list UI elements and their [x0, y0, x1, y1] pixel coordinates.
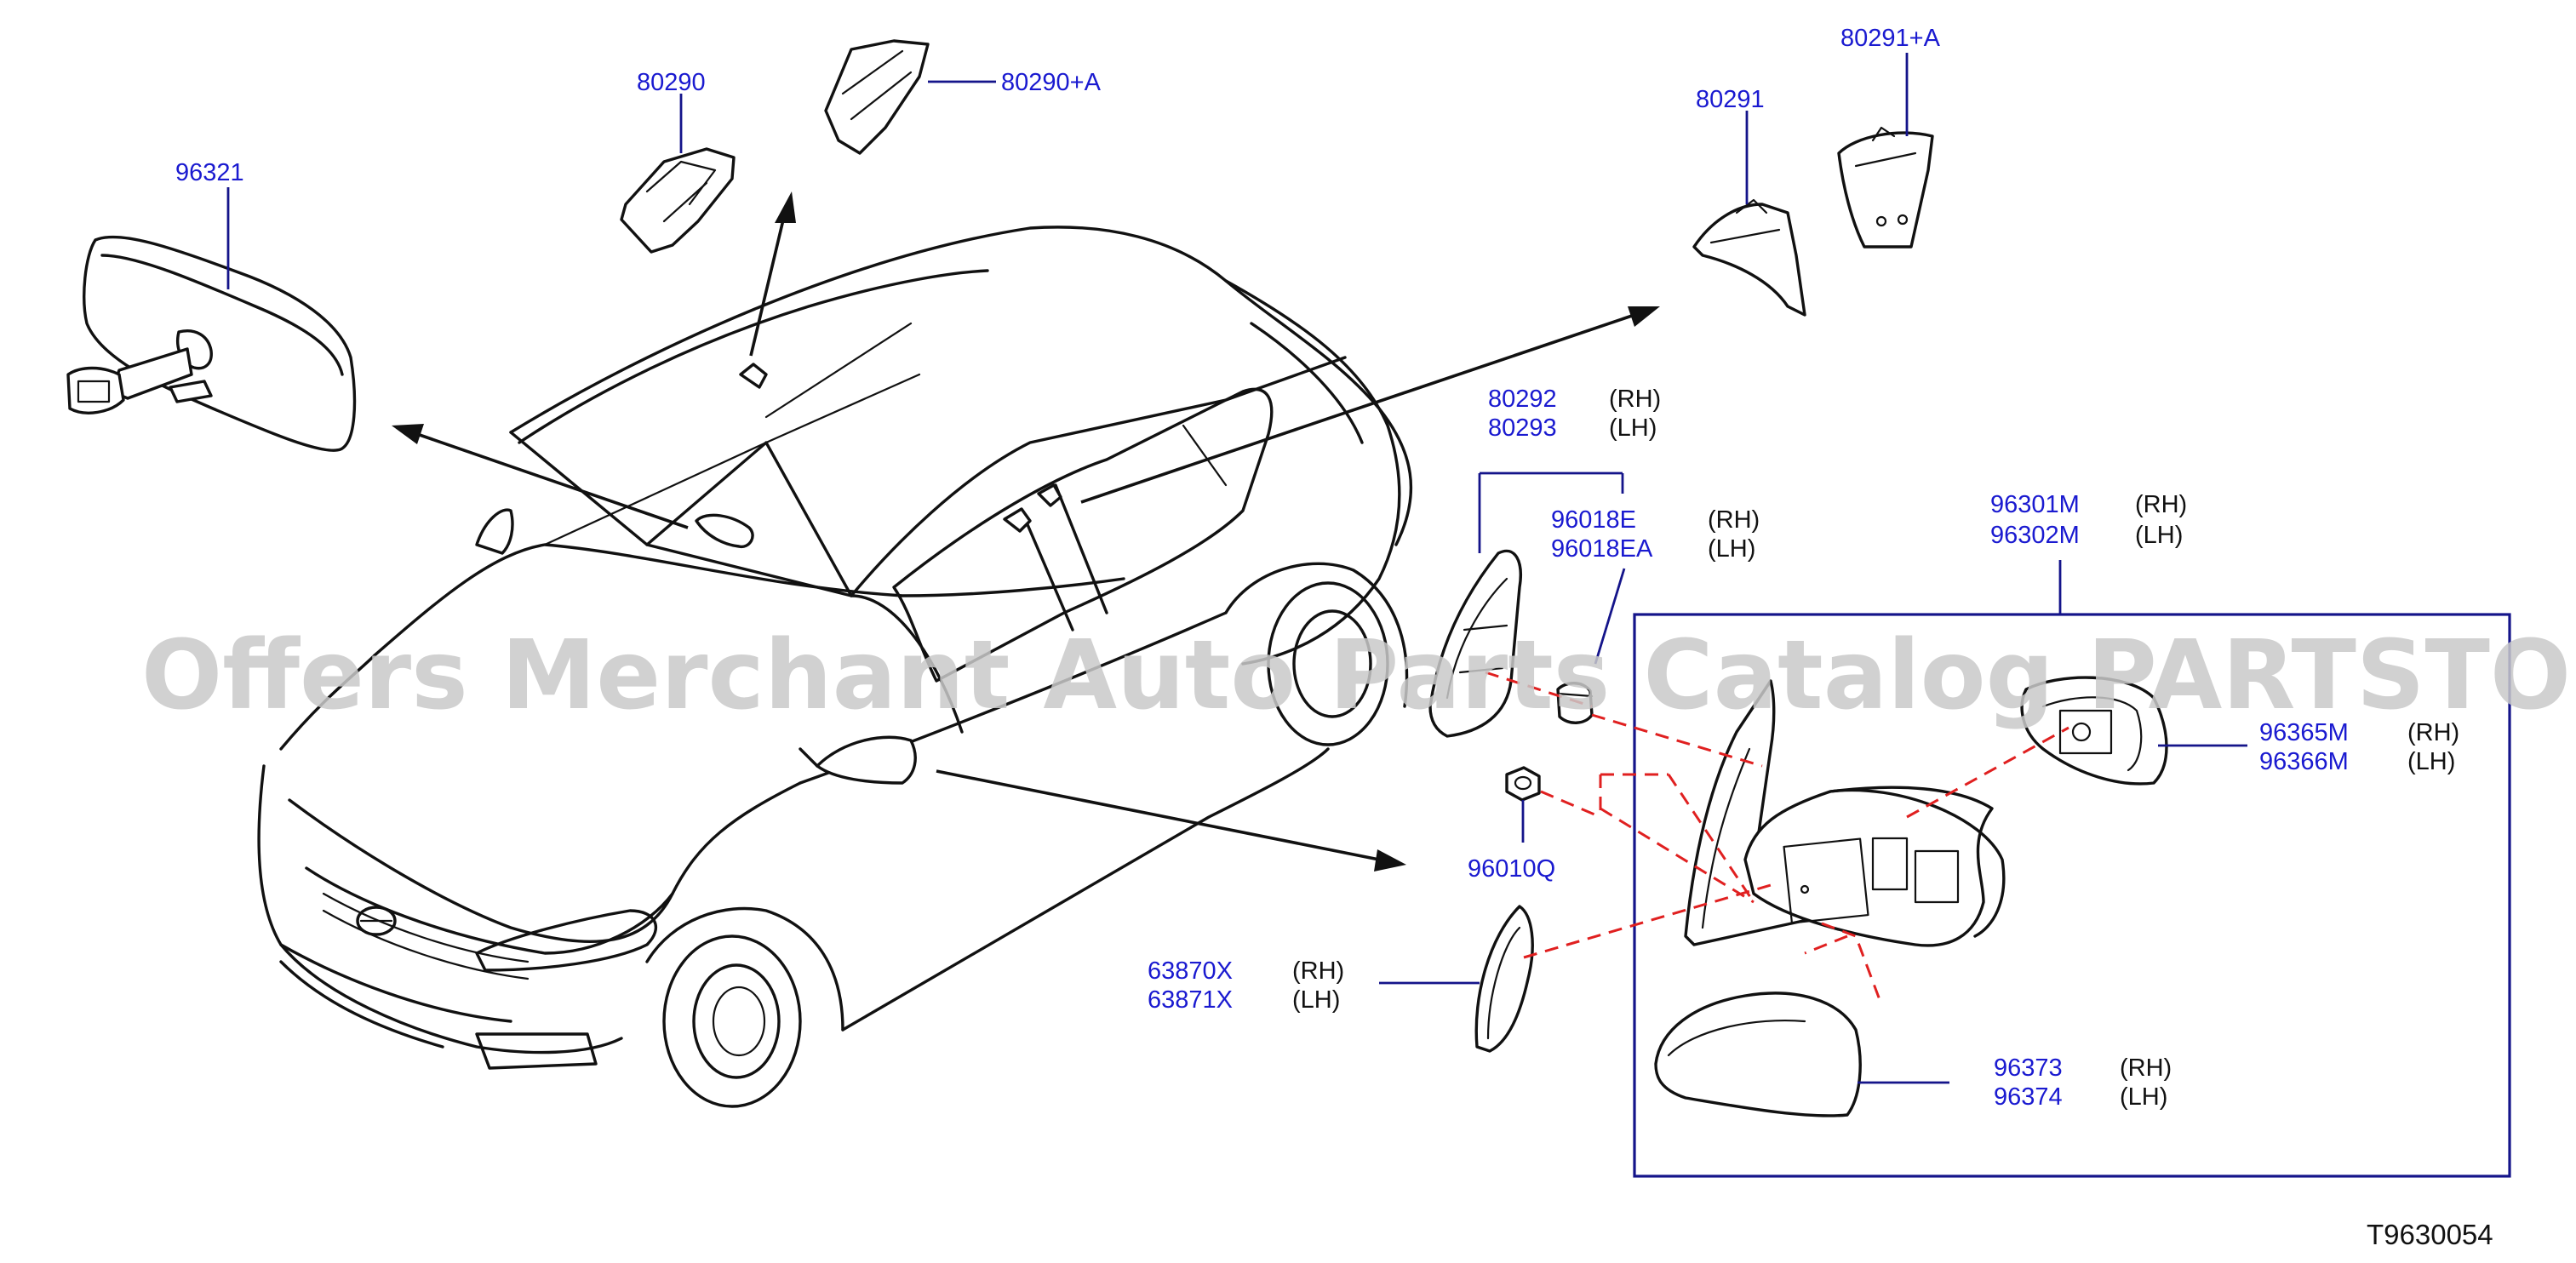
- rear-view-mirror-96321: [66, 187, 357, 452]
- side-80293: (LH): [1609, 414, 1657, 442]
- label-80290: 80290: [637, 69, 706, 96]
- arrow-to-outside-mirror: [936, 769, 1380, 861]
- label-80291a: 80291+A: [1840, 25, 1941, 52]
- label-96010q: 96010Q: [1468, 855, 1555, 883]
- diagram-reference: T9630054: [2367, 1219, 2493, 1250]
- arrow-to-80291: [1080, 313, 1635, 504]
- label-96366m: 96366M: [2259, 748, 2349, 775]
- label-96302m: 96302M: [1990, 522, 2080, 549]
- label-63871x: 63871X: [1148, 986, 1233, 1014]
- nut-96010q: [1505, 766, 1541, 843]
- label-80291: 80291: [1696, 86, 1765, 113]
- side-96302m: (LH): [2135, 522, 2183, 549]
- corner-cover-80290a: [824, 39, 996, 155]
- label-96373: 96373: [1994, 1054, 2063, 1082]
- label-96374: 96374: [1994, 1083, 2063, 1111]
- label-96018ea: 96018EA: [1551, 535, 1653, 563]
- side-63871x: (LH): [1292, 986, 1340, 1014]
- car-illustration: [257, 226, 1413, 1108]
- label-96321: 96321: [175, 159, 244, 186]
- label-80293: 80293: [1488, 414, 1557, 442]
- side-96374: (LH): [2120, 1083, 2167, 1111]
- side-96301m: (RH): [2135, 491, 2187, 518]
- label-96301m: 96301M: [1990, 491, 2080, 518]
- arrowhead-80290: [775, 191, 796, 223]
- label-80292: 80292: [1488, 386, 1557, 413]
- arrow-to-96321: [416, 432, 689, 529]
- label-96018e: 96018E: [1551, 506, 1636, 534]
- label-80290a: 80290+A: [1001, 69, 1102, 96]
- corner-cover-80291a: [1837, 53, 1934, 249]
- arrowhead-outside-mirror: [1374, 849, 1406, 872]
- mirror-finisher-80292: [1428, 471, 1624, 738]
- side-96018ea: (LH): [1708, 535, 1755, 563]
- label-63870x: 63870X: [1148, 957, 1233, 985]
- assembly-dash-lines: [1485, 671, 2069, 1005]
- side-80292: (RH): [1609, 386, 1661, 413]
- side-96366m: (LH): [2407, 748, 2455, 775]
- side-96018e: (RH): [1708, 506, 1760, 534]
- mirror-assembly-box: [1633, 613, 2511, 1178]
- corner-finisher-63870x: [1379, 905, 1534, 1053]
- mirror-housing: [1743, 786, 2006, 947]
- side-96373: (RH): [2120, 1054, 2172, 1082]
- watermark: Offers Merchant Auto Parts Catalog PARTS…: [141, 620, 2576, 731]
- mirror-cover-96373: [1654, 992, 1949, 1117]
- mirror-glass-96365m: [2020, 676, 2247, 786]
- arrowhead-96321: [392, 424, 424, 444]
- side-96365m: (RH): [2407, 719, 2459, 746]
- label-96365m: 96365M: [2259, 719, 2349, 746]
- corner-cover-80291: [1692, 111, 1806, 317]
- arrowhead-80291: [1628, 306, 1660, 327]
- arrow-to-80290: [749, 212, 787, 357]
- side-63870x: (RH): [1292, 957, 1344, 985]
- corner-cover-80290: [620, 94, 736, 254]
